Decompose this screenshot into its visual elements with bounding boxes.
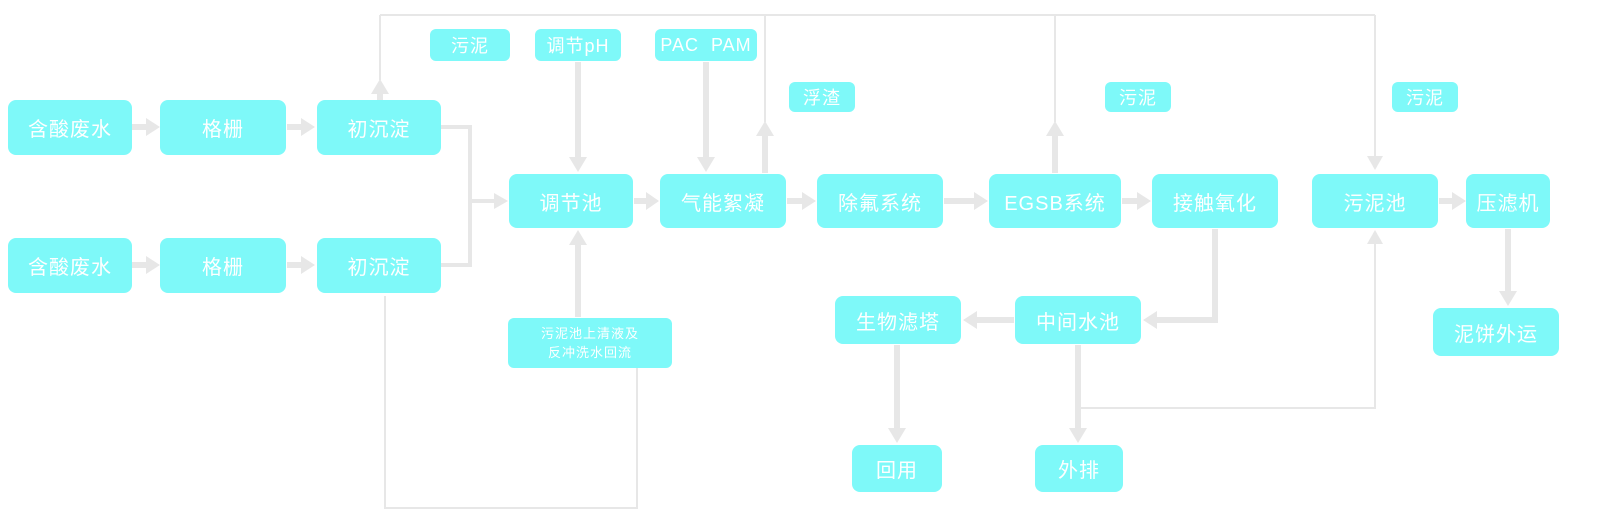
connector-pacpam-to-flocculation <box>697 62 715 172</box>
connector-contact-to-intermediate <box>1143 229 1218 329</box>
connector-bottom-return-bus <box>384 296 638 509</box>
connector-intermediate-to-discharge <box>1069 345 1087 443</box>
connector-backwash-to-sludge-tank <box>1078 230 1383 409</box>
node-contact-oxidation: 接触氧化 <box>1152 174 1278 228</box>
label-sludge-primary: 污泥 <box>430 29 510 61</box>
label-sludge-right: 污泥 <box>1392 82 1458 112</box>
node-intermediate-tank: 中间水池 <box>1015 296 1141 344</box>
connector-egsb-to-contact <box>1122 192 1151 210</box>
node-acid-wastewater-1: 含酸废水 <box>8 100 132 155</box>
connector-primary1-sludge-up <box>371 79 389 100</box>
return-note-line2: 反冲洗水回流 <box>547 345 632 360</box>
return-note-line1: 污泥池上清液及 <box>540 325 639 341</box>
connector-note-to-regulating <box>569 230 587 317</box>
connector-ph-to-regulating <box>569 62 587 172</box>
node-reuse: 回用 <box>852 445 942 492</box>
connector-flocculation-scum-up <box>756 121 774 173</box>
connector-sludge-tank-to-filter-press <box>1439 192 1466 210</box>
connector-screen1-to-primary1 <box>287 118 315 136</box>
node-acid-wastewater-2: 含酸废水 <box>8 238 132 293</box>
connector-fluoride-to-egsb <box>944 192 988 210</box>
connector-filter-press-to-mudcake <box>1499 229 1517 306</box>
connector-acid2-to-screen2 <box>132 256 160 274</box>
node-regulating-tank: 调节池 <box>509 174 633 228</box>
connector-screen2-to-primary2 <box>287 256 315 274</box>
label-scum: 浮渣 <box>789 82 855 112</box>
node-primary-sedimentation-1: 初沉淀 <box>317 100 441 155</box>
label-pac-pam: PAC PAM <box>655 29 757 61</box>
node-fluoride-removal: 除氟系统 <box>817 174 943 228</box>
node-discharge: 外排 <box>1035 445 1123 492</box>
connector-top-sludge-bus <box>379 14 1383 170</box>
label-sludge-egsb: 污泥 <box>1105 82 1171 112</box>
connector-biofilter-to-reuse <box>888 345 906 443</box>
label-adjust-ph: 调节pH <box>535 29 621 61</box>
node-bar-screen-1: 格栅 <box>160 100 286 155</box>
connector-regulating-to-flocculation <box>634 192 659 210</box>
node-biological-filter: 生物滤塔 <box>835 296 961 344</box>
node-air-flocculation: 气能絮凝 <box>660 174 786 228</box>
node-mud-cake-out: 泥饼外运 <box>1433 308 1559 356</box>
node-filter-press: 压滤机 <box>1466 174 1550 228</box>
connector-acid1-to-screen1 <box>132 118 160 136</box>
node-primary-sedimentation-2: 初沉淀 <box>317 238 441 293</box>
connector-flocculation-to-fluoride <box>787 192 816 210</box>
node-egsb-system: EGSB系统 <box>989 174 1121 228</box>
connector-egsb-sludge-up <box>1046 121 1064 173</box>
node-bar-screen-2: 格栅 <box>160 238 286 293</box>
label-return-note: 污泥池上清液及 反冲洗水回流 <box>508 318 672 368</box>
node-sludge-tank: 污泥池 <box>1312 174 1438 228</box>
connector-primary-merge-bracket <box>441 125 508 267</box>
connector-intermediate-to-biofilter <box>963 311 1014 329</box>
